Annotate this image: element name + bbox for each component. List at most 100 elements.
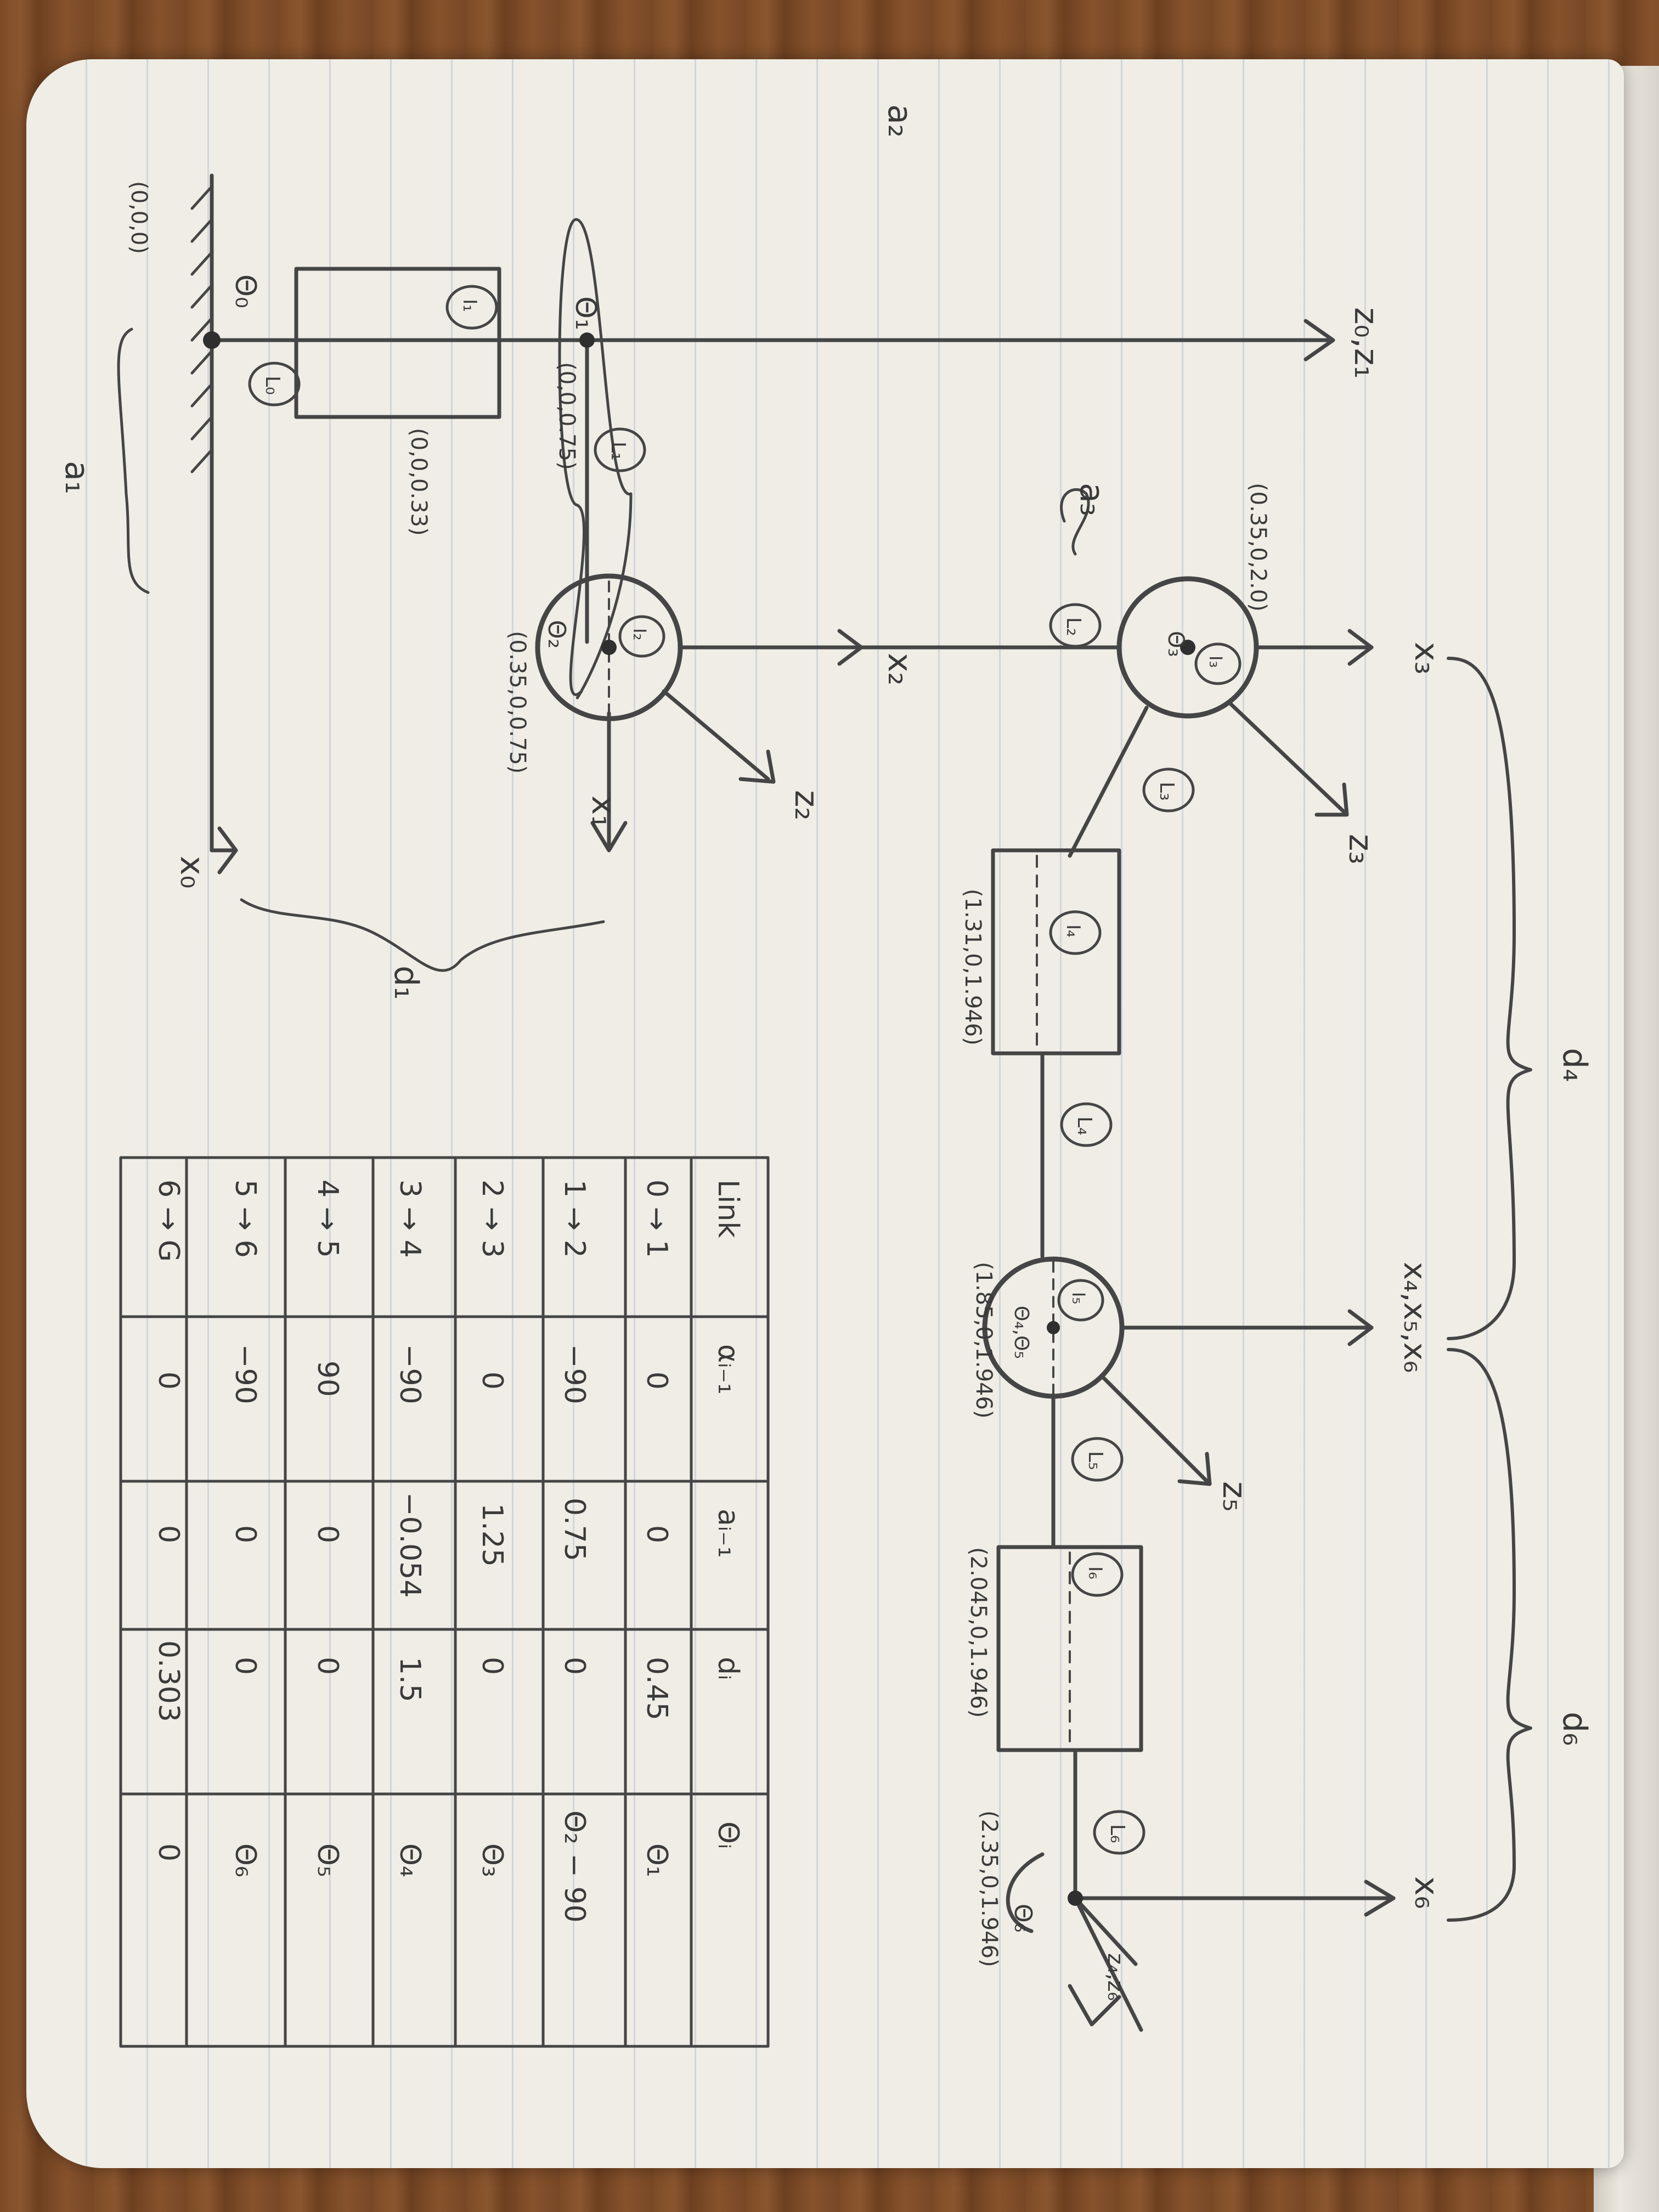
axis-x4-x5-x6: x₄,x₅,x₆ xyxy=(1397,1262,1432,1373)
dh-row-4-a: 0 xyxy=(311,1525,344,1543)
dh-row-3-alpha: −90 xyxy=(393,1344,426,1404)
dh-row-3-theta: Θ₄ xyxy=(393,1843,426,1877)
axis-x3: x₃ xyxy=(1407,642,1446,675)
link-label-3: L₃ xyxy=(1155,782,1178,801)
joint-label-2: Θ₂ xyxy=(543,620,571,648)
dh-table-grid xyxy=(119,1156,770,2048)
dh-row-1-alpha: −90 xyxy=(558,1344,591,1404)
dh-row-5-link: 5 → 6 xyxy=(229,1180,262,1258)
inertia-label-6: I₆ xyxy=(1084,1566,1106,1579)
dh-row-2-link: 2 → 3 xyxy=(476,1180,509,1258)
brace-a1 xyxy=(117,328,150,594)
brace-d1 xyxy=(240,898,605,972)
point-com-5: (1.85,0,1.946) xyxy=(971,1262,996,1419)
dh-row-6-d: 0.303 xyxy=(152,1640,185,1722)
axis-z2: z₂ xyxy=(787,790,826,821)
x0-arrow-head xyxy=(217,826,238,874)
inertia-label-3: I₃ xyxy=(1205,656,1226,668)
dh-row-1-theta: Θ₂ − 90 xyxy=(558,1810,591,1923)
dh-header-alpha: αᵢ₋₁ xyxy=(712,1344,744,1395)
dim-a3: a₃ xyxy=(1073,483,1111,516)
point-com-3: (0.35,0,2.0) xyxy=(1245,483,1271,612)
dh-row-5-theta: Θ₆ xyxy=(229,1843,262,1877)
dim-d6: d₆ xyxy=(1555,1712,1594,1746)
link-label-0: L₀ xyxy=(261,376,284,395)
point-joint-1: (0,0,0.75) xyxy=(554,362,579,470)
link-label-1: L₁ xyxy=(607,442,629,461)
link-label-4: L₄ xyxy=(1073,1116,1096,1136)
dh-row-3-a: −0.054 xyxy=(393,1492,426,1598)
dh-row-6-link: 6 → G xyxy=(152,1180,185,1262)
z0-arrow-head xyxy=(1304,319,1335,362)
axis-z4-z6: z₄,z₆ xyxy=(1103,1953,1128,2001)
dh-row-0-a: 0 xyxy=(640,1525,673,1543)
dh-row-4-theta: Θ₅ xyxy=(311,1843,344,1877)
origin-dot xyxy=(203,331,221,349)
dh-row-6-alpha: 0 xyxy=(152,1372,185,1390)
link-label-5: L₅ xyxy=(1084,1451,1107,1470)
dh-row-0-alpha: 0 xyxy=(640,1372,673,1390)
dh-row-5-alpha: −90 xyxy=(229,1344,262,1404)
dh-row-6-theta: 0 xyxy=(152,1843,185,1861)
point-com-1: (0,0,0.33) xyxy=(406,428,431,536)
dim-d1: d₁ xyxy=(387,966,425,1000)
dh-row-2-alpha: 0 xyxy=(476,1372,509,1390)
link-6-body xyxy=(996,1545,1143,1752)
dh-row-2-d: 0 xyxy=(476,1657,509,1675)
point-com-4: (1.31,0,1.946) xyxy=(960,889,985,1046)
end-effector-arm xyxy=(1073,1896,1143,2032)
axis-x2: x₂ xyxy=(881,653,919,686)
gripper-arrow xyxy=(1068,1984,1121,2027)
link-4-body xyxy=(991,848,1121,1056)
joint-label-1: Θ₁ xyxy=(569,296,602,330)
link-label-2: L₂ xyxy=(1062,617,1085,636)
dh-row-6-a: 0 xyxy=(152,1525,185,1543)
link-L3 xyxy=(1068,706,1149,858)
dh-row-0-d: 0.45 xyxy=(640,1657,673,1720)
dh-header-theta: Θᵢ xyxy=(712,1821,744,1849)
dh-header-a: aᵢ₋₁ xyxy=(712,1509,744,1558)
dh-row-1-a: 0.75 xyxy=(558,1498,591,1561)
joint-label-3: Θ₃ xyxy=(1163,631,1188,657)
point-com-2: (0.35,0,0.75) xyxy=(505,631,530,774)
inertia-label-5: I₅ xyxy=(1068,1292,1089,1304)
axis-x0: x₀ xyxy=(173,856,211,889)
dh-row-5-a: 0 xyxy=(229,1525,262,1543)
dh-row-4-alpha: 90 xyxy=(311,1361,344,1397)
joint-label-4-5: Θ₄,Θ₅ xyxy=(1010,1306,1032,1359)
dh-row-1-link: 1 → 2 xyxy=(558,1180,591,1258)
dh-row-3-d: 1.5 xyxy=(393,1657,426,1702)
link-label-6: L₆ xyxy=(1106,1824,1128,1843)
point-com-6: (2.045,0,1.946) xyxy=(966,1547,991,1718)
dim-a1: a₁ xyxy=(58,461,96,494)
dh-row-5-d: 0 xyxy=(229,1657,262,1675)
link-1-body xyxy=(294,267,501,419)
dh-row-1-d: 0 xyxy=(558,1657,591,1675)
dh-row-2-a: 1.25 xyxy=(476,1503,509,1567)
joint-label-6: Θ₆ xyxy=(1009,1904,1037,1932)
brace-a2 xyxy=(558,218,633,699)
point-end-effector: (2.35,0,1.946) xyxy=(977,1810,1002,1967)
inertia-label-1: I₁ xyxy=(459,299,481,312)
ground-hatching xyxy=(190,185,213,473)
dim-d4: d₄ xyxy=(1555,1048,1594,1082)
dh-row-4-d: 0 xyxy=(311,1657,344,1675)
axis-z3: z₃ xyxy=(1341,834,1380,865)
ruled-lines xyxy=(26,59,1624,2168)
brace-a3 xyxy=(1060,488,1090,556)
dh-header-link: Link xyxy=(712,1180,744,1238)
brace-d6 xyxy=(1447,1348,1532,1922)
axis-z5: z₅ xyxy=(1215,1481,1254,1512)
point-origin: (0,0,0) xyxy=(126,181,151,254)
dh-row-0-theta: Θ₁ xyxy=(640,1843,673,1877)
notebook-page xyxy=(26,59,1624,2168)
axis-x1: x₁ xyxy=(584,795,623,828)
axis-z0-z1: z₀,z₁ xyxy=(1347,307,1385,379)
dim-a2: a₂ xyxy=(881,104,919,138)
dh-row-2-theta: Θ₃ xyxy=(476,1843,509,1877)
dh-row-3-link: 3 → 4 xyxy=(393,1180,426,1258)
brace-d4 xyxy=(1447,657,1532,1340)
dh-table: Link αᵢ₋₁ aᵢ₋₁ dᵢ Θᵢ 0 → 1 0 0 0.45 Θ₁ 1… xyxy=(152,1180,744,1923)
joint-label-0: Θ₀ xyxy=(229,274,262,308)
